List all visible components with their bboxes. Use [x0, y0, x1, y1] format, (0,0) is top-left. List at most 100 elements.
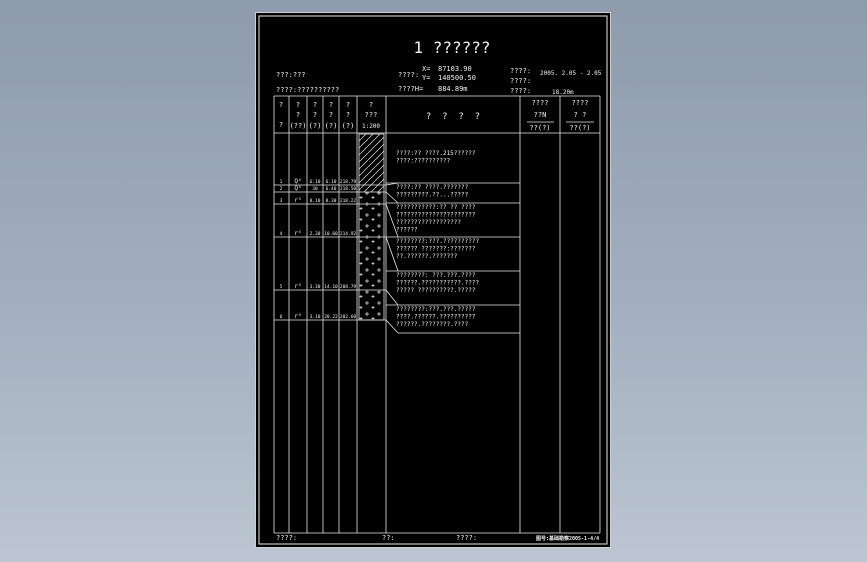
layer-1-description: ????:?? ????.215?????? [396, 150, 476, 157]
layer-5-v2: 14.10 [324, 284, 338, 290]
hdr-col9-a: ???? [572, 99, 589, 107]
layer-3-description: ???????????:?? ?? ???? [396, 204, 476, 211]
footer-f3: ????: [456, 534, 477, 542]
layer-4-v1: 2.30 [310, 231, 321, 237]
hdr-col6-a: ? [369, 101, 373, 109]
drawing-sheet: 1 ?????? ???:??? ????:?????????? ????: X… [255, 12, 611, 548]
stratum-column [358, 133, 385, 321]
layer-2-v3: 218.50 [340, 186, 357, 192]
layer-6-description: ??????.????????.???? [396, 321, 469, 328]
fill-rock-layers [359, 192, 384, 320]
layer-3-num: 3 [280, 198, 283, 204]
hdr-col7: ? ? ? ? [426, 112, 480, 122]
hdr-col3-b: ? [313, 111, 317, 119]
layer-5-description: ????? ??????????.????? [396, 287, 476, 294]
hdr-col1-b: ? [279, 121, 283, 129]
layer-4-description: ??.??????.??????? [396, 253, 458, 260]
layer-1-code: Q⁴ [294, 178, 301, 185]
layer-2-code: Q⁴ [294, 185, 301, 192]
hdr-col2-b: ? [296, 111, 300, 119]
layer-2-v2: 6.40 [326, 186, 337, 192]
layer-6-v2: 20.22 [324, 314, 338, 320]
layer-6-num: 6 [280, 314, 283, 320]
hdr-col5-a: ? [346, 101, 350, 109]
hdr-col9-c: ??(?) [569, 124, 590, 132]
fill-hatch-layer-1 [359, 134, 384, 185]
layer-1-v1: 6.10 [310, 179, 321, 185]
layer-4-description: ????????:???.?????????? [396, 238, 479, 245]
layer-6-code: r⁵ [294, 313, 301, 320]
layer-3-v3: 218.22 [340, 198, 357, 204]
layer-3-code: r⁵ [294, 197, 301, 204]
footer-f1: ????: [276, 534, 297, 542]
hdr-col2-a: ? [296, 101, 300, 109]
layer-3-v2: 8.30 [326, 198, 337, 204]
info-right1-label: ????: [510, 67, 531, 75]
y-value: 140500.50 [438, 74, 476, 82]
layer-3-description: ?????? [396, 227, 418, 234]
coord-label: ????: [398, 71, 419, 79]
hdr-col4-a: ? [329, 101, 333, 109]
hdr-col1-a: ? [279, 101, 283, 109]
layer-3-description: ?????????????????????? [396, 212, 476, 219]
hdr-col2-c: (??) [290, 122, 307, 130]
hdr-col4-b: ? [329, 111, 333, 119]
x-value: 87103.90 [438, 65, 472, 73]
hdr-col3-c: (?) [309, 122, 322, 130]
fill-hatch-layer-2 [359, 185, 384, 192]
layer-1-v2: 6.10 [326, 179, 337, 185]
layer-6-description: ????.??????.?????????? [396, 314, 476, 321]
hdr-col8-c: ??(?) [529, 124, 550, 132]
layer-4-description: ?????? ???????:??????? [396, 246, 476, 253]
h-label: ????H= [398, 85, 423, 93]
info-right1-value: 2005. 2.05 - 2.05 [540, 70, 602, 77]
info-right2-label: ????: [510, 77, 531, 85]
footer-f4: 图号:基础勘察2005-1-4/4 [536, 535, 599, 542]
layer-6-description: ????????:???.???.????? [396, 306, 476, 313]
hdr-col8-b: ??N [534, 111, 547, 119]
layer-4-v3: 214.92 [340, 231, 357, 237]
info-left-bottom: ????:?????????? [276, 86, 339, 94]
layer-6-v3: 202.60 [340, 314, 357, 320]
hdr-col6-b: ??? [365, 111, 378, 119]
layer-4-code: r⁵ [294, 230, 301, 237]
layer-2-num: 2 [280, 186, 283, 192]
layer-2-description: ?????????.??...????? [396, 192, 469, 199]
h-value: 884.89m [438, 85, 468, 93]
info-right3-label: ????: [510, 87, 531, 95]
hdr-col8-a: ???? [532, 99, 549, 107]
layer-1-v3: 218.79 [340, 179, 357, 185]
layer-4-num: 4 [280, 231, 283, 237]
x-label: X= [422, 65, 430, 73]
layer-1-description: ????:?????????? [396, 158, 451, 165]
footer-f2: ??: [382, 534, 395, 542]
hdr-col6-c: 1:200 [362, 123, 380, 130]
drawing-title: 1 ?????? [413, 38, 490, 57]
layer-3-v1: 8.10 [310, 198, 321, 204]
table-grid [273, 95, 601, 534]
layer-5-v3: 208.79 [340, 284, 357, 290]
info-right3-value: 18.20m [552, 89, 574, 96]
layer-6-v1: 3.10 [310, 314, 321, 320]
hdr-col5-b: ? [346, 111, 350, 119]
layer-5-v1: 3.30 [310, 284, 321, 290]
hdr-col9-b: ? ? [574, 111, 587, 119]
layer-5-description: ????????: ???.???.???? [396, 272, 476, 279]
layer-5-description: ??????.???????????.???? [396, 280, 479, 287]
drawing-svg: 1 ?????? ???:??? ????:?????????? ????: X… [258, 15, 608, 545]
hdr-col3-a: ? [313, 101, 317, 109]
hdr-col4-c: (?) [325, 122, 338, 130]
layer-4-v2: 10.60 [324, 231, 338, 237]
inner-frame [258, 15, 608, 545]
layer-3-description: ?????????????????? [396, 219, 461, 226]
info-left-top: ???:??? [276, 71, 306, 79]
table-header: ? ? ? ? (??) ? ? (?) ? ? (?) ? ? (?) ? ?… [279, 99, 591, 132]
layer-5-num: 5 [280, 284, 283, 290]
layer-2-v1: 30 [312, 186, 318, 192]
hdr-col5-c: (?) [342, 122, 355, 130]
y-label: Y= [422, 74, 430, 82]
layer-2-description: ????:?? ????.??????? [396, 184, 469, 191]
layer-5-code: r⁵ [294, 283, 301, 290]
layer-1-num: 1 [280, 179, 283, 185]
